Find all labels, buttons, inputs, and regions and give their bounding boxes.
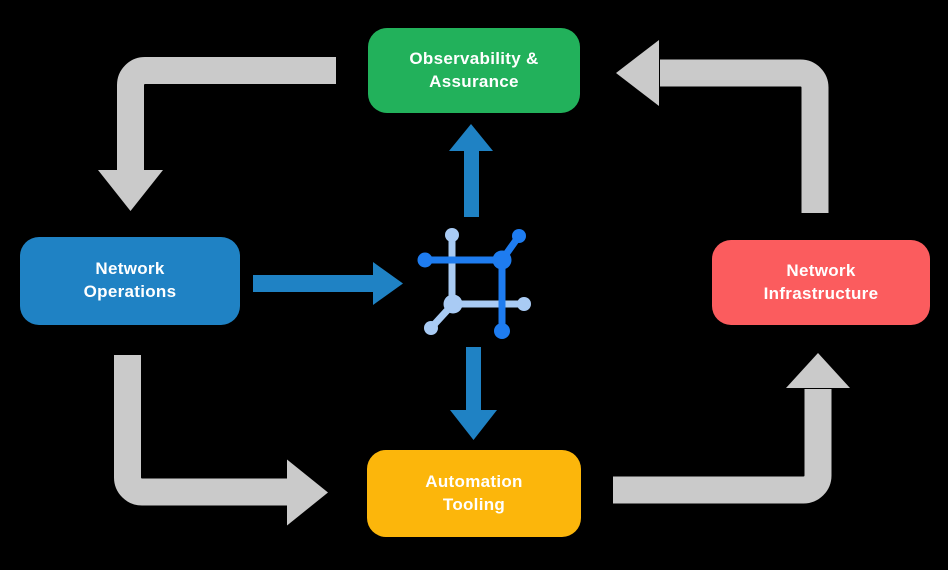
node-observability-label: Observability & Assurance [409, 48, 539, 91]
accent-arrows [253, 124, 497, 440]
arrowhead-right-icon [287, 459, 328, 526]
arrowhead-up-icon [786, 353, 850, 388]
node-network-infrastructure-label: Network Infrastructure [763, 260, 879, 303]
node-observability-assurance: Observability & Assurance [368, 28, 580, 113]
flow-arrow-tubes [114, 57, 832, 506]
node-network-operations-label: Network Operations [83, 259, 177, 301]
accent-arrow-networkops-to-center [253, 262, 403, 305]
arrowhead-down-icon [98, 170, 163, 211]
node-automation-tooling: Automation Tooling [367, 450, 581, 537]
network-mesh-icon [417, 228, 531, 339]
flow-arrowheads [98, 40, 850, 526]
accent-arrow-center-to-observability [449, 124, 493, 217]
flow-arrow-observability-to-networkops [117, 57, 336, 171]
network-mesh-icon-dark-part [417, 229, 526, 339]
node-network-infrastructure: Network Infrastructure [712, 240, 930, 325]
arrowhead-left-icon [616, 40, 659, 106]
network-mesh-icon-light-part [424, 228, 531, 335]
node-network-operations: Network Operations [20, 237, 240, 325]
flow-arrow-infrastructure-to-observability [660, 59, 829, 213]
flow-arrow-automation-to-infrastructure [613, 389, 832, 504]
node-automation-tooling-label: Automation Tooling [425, 471, 523, 514]
flow-arrow-networkops-to-automation [114, 355, 288, 506]
accent-arrow-center-to-automation [450, 347, 497, 440]
